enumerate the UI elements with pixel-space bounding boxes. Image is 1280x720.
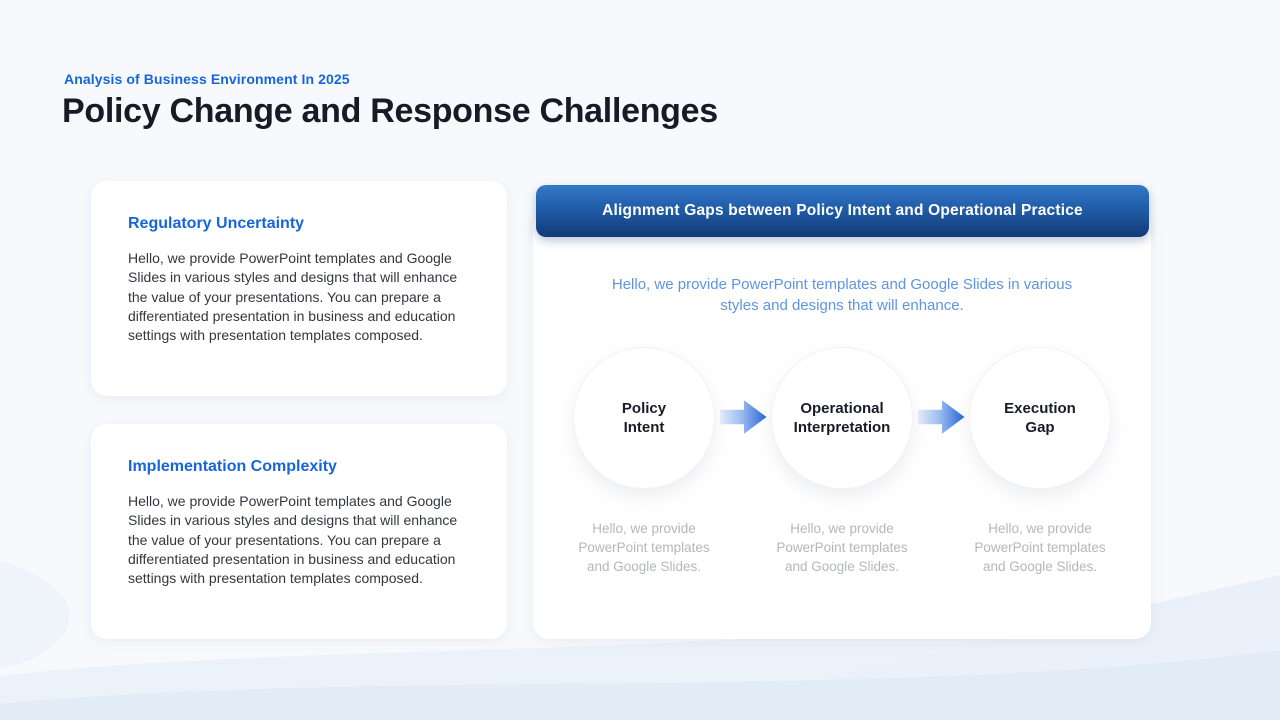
- card-implementation-complexity: Implementation Complexity Hello, we prov…: [91, 424, 507, 639]
- step-policy-intent: Policy Intent Hello, we provide PowerPoi…: [569, 347, 719, 576]
- alignment-gaps-panel: Hello, we provide PowerPoint templates a…: [533, 211, 1151, 639]
- card-heading: Implementation Complexity: [128, 458, 337, 475]
- card-body-text: Hello, we provide PowerPoint templates a…: [128, 493, 458, 587]
- step-execution-gap: Execution Gap Hello, we provide PowerPoi…: [965, 347, 1115, 576]
- right-arrow-icon: [719, 400, 767, 434]
- step-label-line: Operational: [800, 400, 884, 417]
- step-label-line: Policy: [621, 400, 667, 417]
- step-circle: Execution Gap: [969, 347, 1111, 489]
- step-caption: Hello, we provide PowerPoint templates a…: [974, 521, 1106, 574]
- slide-title: Policy Change and Response Challenges: [62, 92, 718, 130]
- process-flow: Policy Intent Hello, we provide PowerPoi…: [569, 347, 1115, 576]
- card-regulatory-uncertainty: Regulatory Uncertainty Hello, we provide…: [91, 181, 507, 396]
- step-circle: Operational Interpretation: [771, 347, 913, 489]
- step-caption: Hello, we provide PowerPoint templates a…: [776, 521, 908, 574]
- panel-banner-title: Alignment Gaps between Policy Intent and…: [602, 202, 1083, 219]
- slide-eyebrow: Analysis of Business Environment In 2025: [64, 71, 350, 87]
- step-label-line: Execution: [1004, 400, 1076, 417]
- step-caption: Hello, we provide PowerPoint templates a…: [578, 521, 710, 574]
- card-heading: Regulatory Uncertainty: [128, 215, 305, 232]
- panel-banner: Alignment Gaps between Policy Intent and…: [536, 185, 1149, 237]
- step-operational-interpretation: Operational Interpretation Hello, we pro…: [767, 347, 917, 576]
- step-circle: Policy Intent: [573, 347, 715, 489]
- step-label-line: Interpretation: [793, 419, 891, 436]
- panel-subtitle: Hello, we provide PowerPoint templates a…: [611, 276, 1073, 314]
- step-label-line: Intent: [623, 419, 665, 436]
- right-arrow-icon: [917, 400, 965, 434]
- card-body-text: Hello, we provide PowerPoint templates a…: [128, 250, 458, 344]
- step-label-line: Gap: [1025, 419, 1055, 436]
